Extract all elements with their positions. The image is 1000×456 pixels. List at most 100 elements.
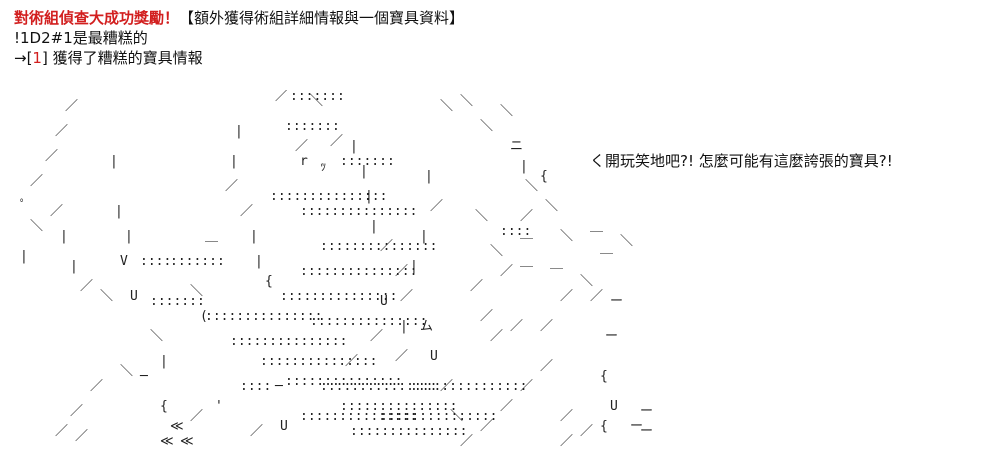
- ascii-art-mark: :::::::::::::::: [320, 239, 437, 254]
- ascii-art-mark: ム: [420, 319, 433, 334]
- ascii-art-mark: |: [370, 219, 378, 234]
- ascii-art-mark: ／: [490, 329, 503, 344]
- ascii-art-mark: ＼: [190, 284, 203, 299]
- ascii-art-mark: ＼: [525, 179, 538, 194]
- ascii-art-mark: U: [610, 399, 618, 414]
- ascii-art-mark: ／: [30, 174, 43, 189]
- ascii-art-mark: ￣: [600, 254, 613, 269]
- ascii-art-mark: ＼: [545, 199, 558, 214]
- ascii-art-mark: |: [160, 354, 168, 369]
- ascii-art-mark: ／: [250, 424, 263, 439]
- ascii-art-mark: ＿: [590, 219, 603, 234]
- ascii-art-mark: {: [265, 274, 273, 289]
- ascii-art-mark: ／: [590, 289, 603, 304]
- ascii-art-mark: ／: [520, 209, 533, 224]
- ascii-art-mark: r: [300, 154, 308, 169]
- ascii-art-mark: :::::::::::::::: [380, 409, 497, 424]
- ascii-art-mark: ／: [510, 319, 523, 334]
- ascii-art-mark: ≪: [170, 419, 184, 434]
- ascii-art-mark: :::::::::::::::: [300, 204, 417, 219]
- ascii-art-mark: ／: [90, 379, 103, 394]
- ascii-art-mark: ／: [520, 379, 533, 394]
- ascii-art-mark: ／: [395, 349, 408, 364]
- ascii-art-mark: :::::::::::::::: [320, 379, 437, 394]
- ascii-art-mark: ／: [580, 424, 593, 439]
- ascii-art-mark: ＼: [580, 274, 593, 289]
- ascii-art-mark: ≪: [160, 434, 174, 449]
- ascii-art-mark: ／: [540, 319, 553, 334]
- ascii-art-mark: ￣: [520, 239, 533, 254]
- ascii-art-mark: ＿: [520, 254, 533, 269]
- ascii-art-mark: ／: [380, 239, 393, 254]
- ascii-art-mark: ＼: [560, 229, 573, 244]
- ascii-art-mark: ｯ: [320, 159, 327, 174]
- ascii-art-mark: ﾟ: [20, 199, 27, 214]
- ascii-art-mark: |: [360, 164, 368, 179]
- ascii-art-mark: |: [350, 139, 358, 154]
- ascii-art-mark: ≪: [180, 434, 194, 449]
- ascii-art-mark: ／: [55, 124, 68, 139]
- ascii-art-mark: ＼: [475, 209, 488, 224]
- ascii-art-mark: |: [20, 249, 28, 264]
- ascii-art-mark: :::::::::::::::: [300, 264, 417, 279]
- ascii-art-mark: ／: [275, 90, 288, 104]
- ascii-art-mark: ／: [500, 264, 513, 279]
- dice-roll-line: !1D2#1是最糟糕的: [14, 29, 148, 47]
- ascii-art-mark: ／: [70, 404, 83, 419]
- ascii-art-mark: ￣: [550, 269, 563, 284]
- ascii-art-mark: |: [235, 124, 243, 139]
- ascii-art-mark: {: [540, 169, 548, 184]
- ascii-art-mark: ::::: [500, 224, 531, 239]
- ascii-art-mark: ／: [370, 329, 383, 344]
- ascii-art-mark: ＼: [30, 219, 43, 234]
- ascii-art-mark: ／: [470, 279, 483, 294]
- ascii-art-mark: |: [110, 154, 118, 169]
- ascii-art-mark: |: [60, 229, 68, 244]
- ascii-art-mark: ＼: [440, 99, 453, 114]
- ascii-art-mark: ／: [560, 434, 573, 449]
- ascii-art-mark: |: [365, 189, 373, 204]
- ascii-art-mark: ::::: [140, 254, 171, 269]
- ascii-art-mark: ＼: [500, 104, 513, 119]
- ascii-art-mark: :::::::: [340, 154, 395, 169]
- ascii-art-mark: ／: [540, 359, 553, 374]
- ascii-art-mark: ／: [75, 429, 88, 444]
- ascii-art-mark: ／: [430, 199, 443, 214]
- ascii-art-mark: |: [400, 319, 408, 334]
- ascii-art-mark: |: [420, 229, 428, 244]
- header: 對術組偵查大成功獎勵！【額外獲得術組詳細情報與一個寶具資料】 !1D2#1是最糟…: [14, 8, 464, 68]
- ascii-art-mark: ／: [480, 419, 493, 434]
- ascii-art-mark: ＼: [460, 94, 473, 109]
- ascii-art-mark: (: [200, 309, 208, 324]
- result-arrow: →[: [14, 49, 33, 67]
- ascii-art-mark: ／: [395, 264, 408, 279]
- ascii-art-mark: ＼: [120, 364, 133, 379]
- ascii-art-mark: ／: [45, 149, 58, 164]
- ascii-art-mark: :::::::::::::::: [350, 424, 467, 439]
- ascii-art-mark: ＼: [150, 329, 163, 344]
- ascii-art-mark: U: [430, 349, 438, 364]
- ascii-art-mark: :::::::: [290, 90, 345, 104]
- result-number: 1: [32, 49, 42, 67]
- ascii-art-mark: U: [380, 294, 388, 309]
- ascii-art-mark: :::::::::::::::: [205, 309, 322, 324]
- ascii-art-mark: ／: [500, 399, 513, 414]
- ascii-art-mark: {: [600, 369, 608, 384]
- ascii-art-mark: ー: [640, 424, 653, 439]
- ascii-art-mark: :::::::::::::::: [285, 374, 402, 389]
- ascii-art-mark: :::::::::::::::: [260, 354, 377, 369]
- ascii-art-mark: ─: [274, 379, 283, 394]
- ascii-art-mark: ＼: [480, 119, 493, 134]
- ascii-art-mark: ': [215, 399, 223, 414]
- ascii-art-mark: {: [600, 419, 608, 434]
- ascii-art-mark: ー: [610, 294, 623, 309]
- ascii-art-mark: |: [230, 154, 238, 169]
- ascii-art-mark: ／: [65, 99, 78, 114]
- ascii-art-mark: |: [425, 169, 433, 184]
- ascii-art-mark: |: [250, 229, 258, 244]
- ascii-art-mark: ＼: [620, 234, 633, 249]
- ascii-art-mark: :::::::::::::::: [270, 189, 387, 204]
- ascii-art-mark: |: [255, 254, 263, 269]
- ascii-art-mark: ニ: [510, 139, 523, 154]
- ascii-art-mark: ／: [400, 289, 413, 304]
